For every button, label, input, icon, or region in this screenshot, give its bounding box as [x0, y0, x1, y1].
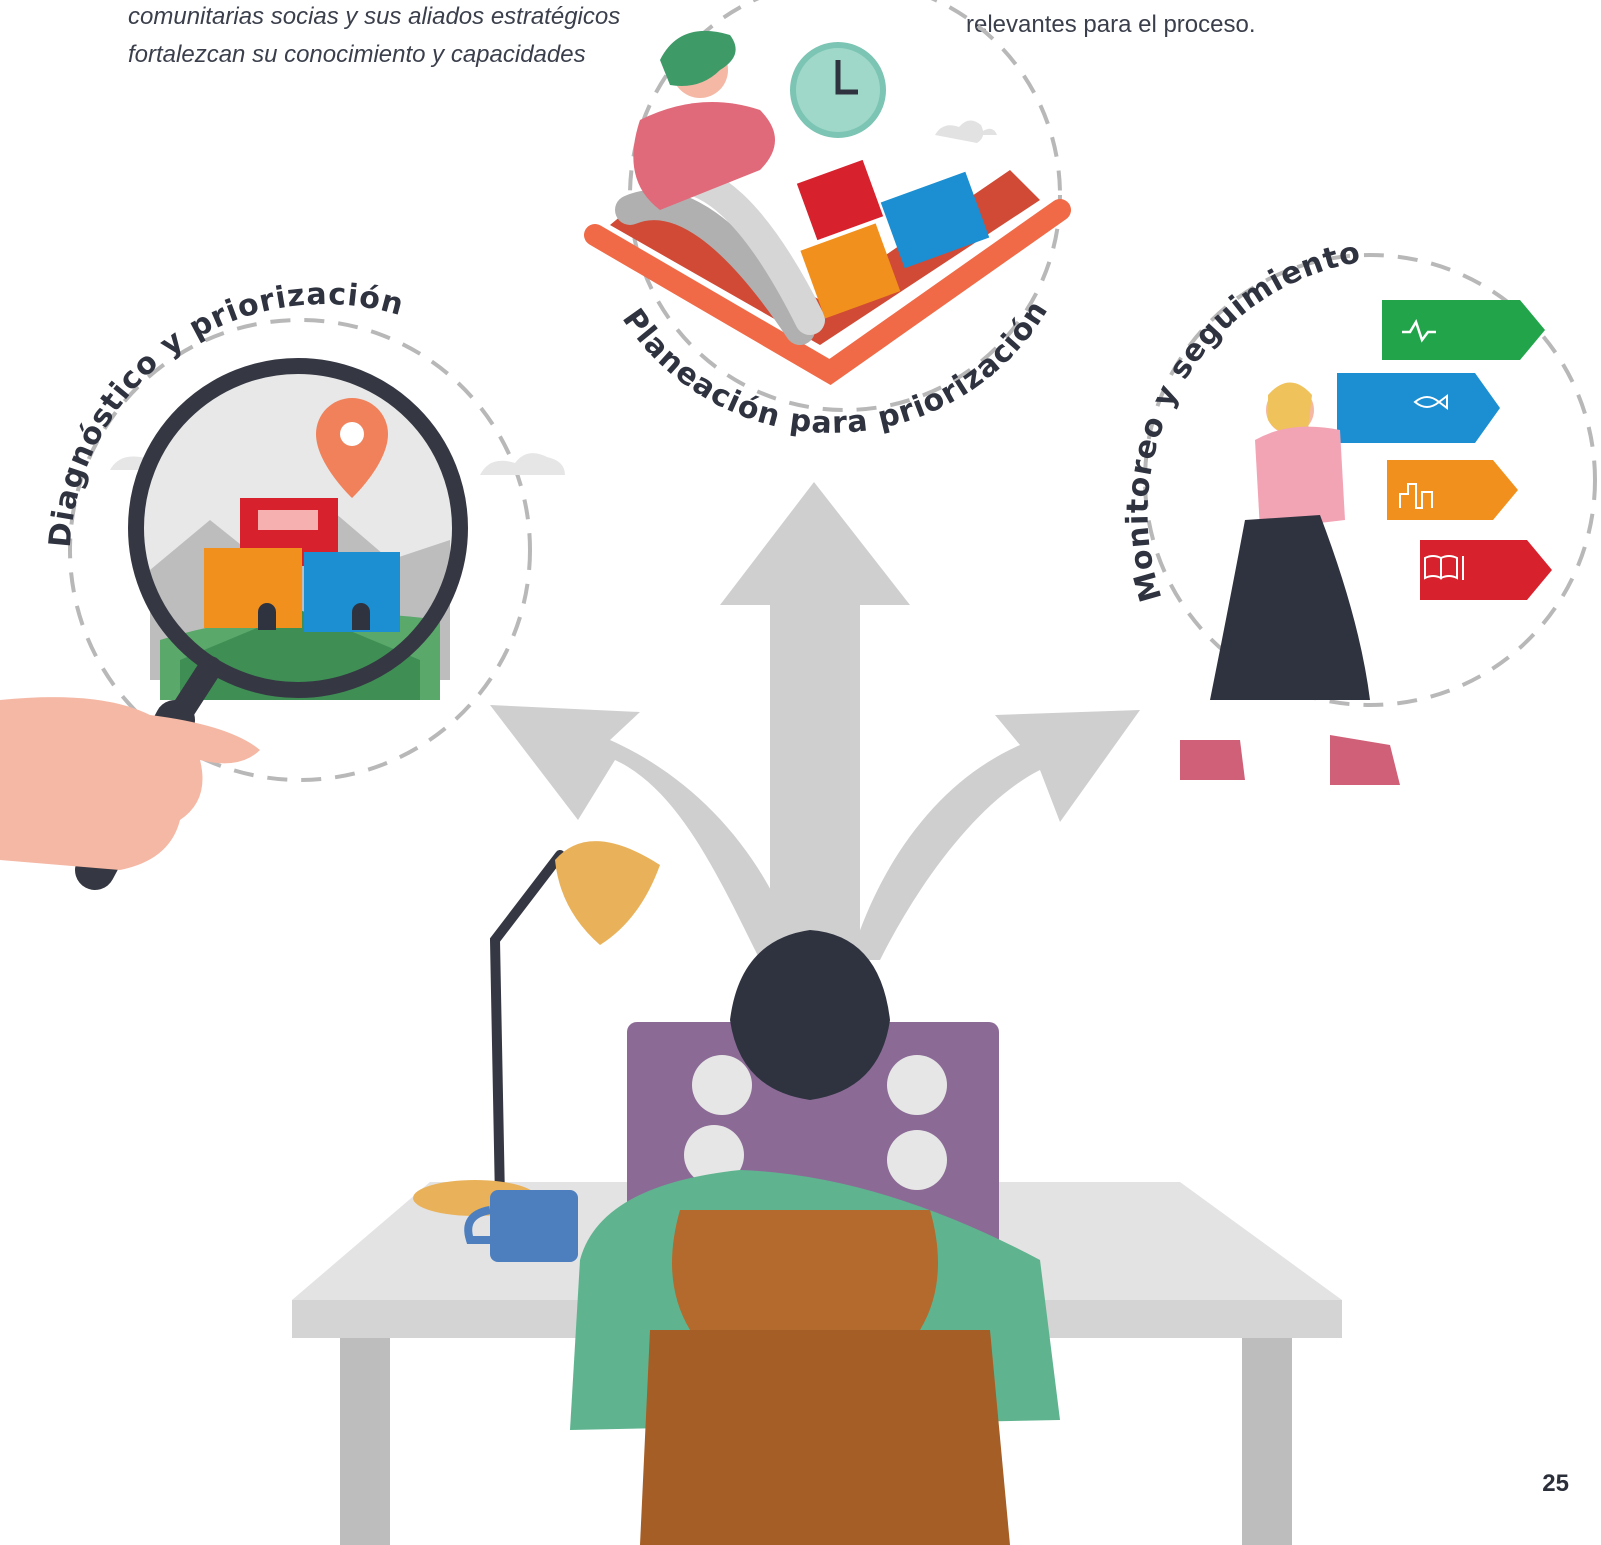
arrow-right — [850, 710, 1140, 960]
planeacion-dashed-circle — [628, 0, 1062, 412]
planning-book-illustration — [584, 30, 1071, 386]
tag-green-heartbeat-icon — [1382, 300, 1545, 360]
diagnostico-dashed-circle — [68, 318, 532, 782]
intro-left-line-2: fortalezcan su conocimiento y capacidade… — [128, 41, 586, 68]
intro-right-line-1: relevantes para el proceso. — [966, 11, 1256, 38]
intro-text-right: relevantes para el proceso. — [966, 6, 1366, 44]
monitoring-illustration — [1180, 300, 1552, 785]
tag-orange-city-icon — [1387, 460, 1518, 520]
intro-left-line-1: comunitarias socias y sus aliados estrat… — [128, 3, 621, 30]
intro-text-left: comunitarias socias y sus aliados estrat… — [128, 0, 688, 74]
tag-red-book-icon — [1420, 540, 1552, 600]
direction-arrows — [490, 482, 1140, 960]
monitoreo-dashed-circle — [1143, 253, 1597, 707]
arrow-left — [490, 705, 800, 960]
page-number: 25 — [1542, 1470, 1569, 1497]
magnifying-glass-illustration — [0, 358, 565, 890]
tag-blue-fish-water-icon — [1337, 373, 1500, 443]
desk-scene — [292, 841, 1342, 1545]
arrow-up — [720, 482, 910, 960]
